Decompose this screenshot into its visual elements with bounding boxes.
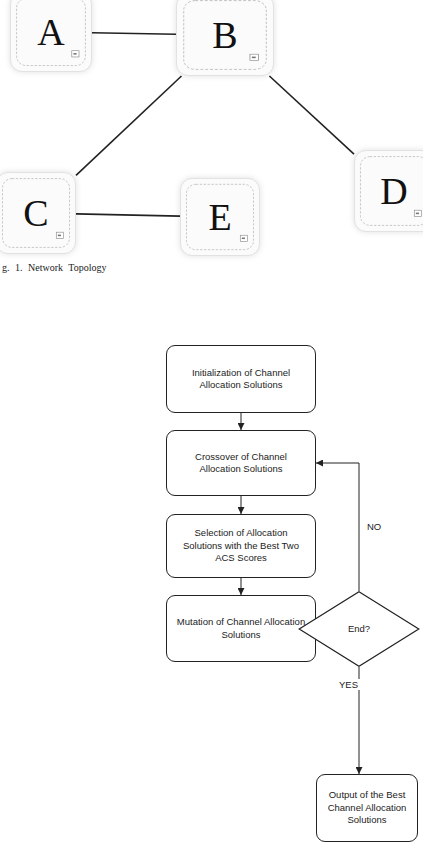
process-box: Mutation of Channel Allocation Solutions	[166, 595, 316, 662]
node-letter: B	[212, 16, 237, 54]
inner-outline	[184, 1, 267, 70]
process-box: Output of the Best Channel Allocation So…	[316, 774, 418, 842]
status-icon	[56, 232, 63, 238]
connector	[241, 496, 242, 514]
process-box: Crossover of Channel Allocation Solution…	[166, 430, 316, 496]
process-box: Initialization of Channel Allocation Sol…	[166, 345, 316, 413]
node-letter: E	[208, 198, 231, 236]
edge-label: YES	[337, 679, 360, 690]
node-letter: A	[37, 13, 64, 51]
status-icon	[242, 238, 245, 240]
inner-outline	[2, 179, 69, 248]
access-point: B	[176, 0, 274, 76]
connector	[241, 413, 242, 430]
connector	[76, 214, 180, 216]
connector	[76, 76, 182, 175]
decision-diamond: End?	[298, 591, 420, 667]
figure-caption: g. 1. Network Topology	[2, 262, 107, 273]
status-icon	[250, 54, 259, 60]
inner-outline	[17, 0, 86, 66]
status-icon	[58, 235, 61, 237]
edge-label: NO	[365, 521, 383, 532]
status-icon	[252, 57, 256, 59]
connector	[241, 578, 242, 595]
diamond-outline	[299, 592, 419, 666]
status-icon	[414, 210, 421, 216]
access-point: D	[354, 150, 423, 232]
node-letter: C	[23, 194, 48, 232]
connector	[269, 76, 354, 154]
inner-outline	[360, 157, 423, 226]
box-text: End?	[348, 623, 370, 635]
connector	[92, 33, 176, 35]
process-box: Selection of Allocation Solutions with t…	[166, 514, 316, 578]
access-point: C	[0, 172, 76, 254]
status-icon	[416, 213, 419, 215]
status-icon	[72, 51, 79, 57]
box-text: Selection of Allocation Solutions with t…	[175, 527, 307, 564]
box-text: Initialization of Channel Allocation Sol…	[175, 367, 307, 392]
box-text: Mutation of Channel Allocation Solutions	[175, 616, 307, 641]
access-point: A	[10, 0, 92, 72]
status-icon	[240, 235, 247, 241]
inner-outline	[186, 184, 253, 249]
status-icon	[73, 53, 76, 55]
box-text: Crossover of Channel Allocation Solution…	[175, 451, 307, 476]
node-letter: D	[380, 172, 407, 210]
connector	[316, 463, 359, 591]
box-text: Output of the Best Channel Allocation So…	[325, 789, 409, 826]
access-point: E	[180, 178, 260, 256]
